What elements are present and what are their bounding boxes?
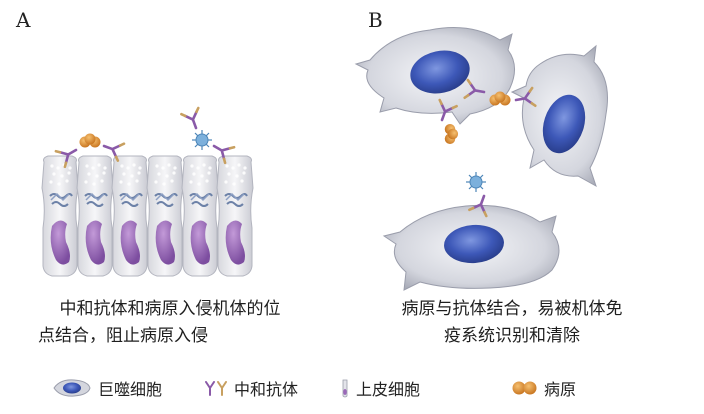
panel-a-caption-line1: 中和抗体和病原入侵机体的位 xyxy=(59,299,281,319)
epithelial-cell xyxy=(111,155,149,277)
macrophage-right xyxy=(510,44,608,188)
pathogen-icon xyxy=(512,381,537,395)
macrophage-bottom xyxy=(382,204,560,291)
antibody-icon xyxy=(205,381,227,396)
panel-b-caption-line2: 疫系统识别和清除 xyxy=(444,326,580,346)
antibody-virus-complex-a xyxy=(180,106,236,165)
legend-epithelial-cell: 上皮细胞 xyxy=(338,376,420,400)
legend-pathogen: 病原 xyxy=(510,376,576,400)
panel-a-caption: 中和抗体和病原入侵机体的位 点结合，阻止病原入侵 xyxy=(10,296,330,350)
panel-b-caption-line1: 病原与抗体结合，易被机体免 xyxy=(401,299,623,319)
legend-macrophage-label: 巨噬细胞 xyxy=(98,380,163,399)
epithelial-cell-layer xyxy=(41,155,254,277)
panel-a-label: A xyxy=(16,8,31,32)
panel-a-caption-line2: 点结合，阻止病原入侵 xyxy=(38,326,208,346)
legend-antibody: 中和抗体 xyxy=(204,376,298,400)
epithelial-cell-icon xyxy=(342,379,348,398)
panel-b-caption: 病原与抗体结合，易被机体免 疫系统识别和清除 xyxy=(352,296,672,350)
legend-epithelial-cell-label: 上皮细胞 xyxy=(356,380,421,399)
epithelial-cell xyxy=(181,155,219,277)
macrophage-top-left xyxy=(354,27,515,125)
macrophage-icon xyxy=(53,379,91,397)
epithelial-cell xyxy=(41,155,79,277)
legend-pathogen-label: 病原 xyxy=(544,380,577,399)
epithelial-cell xyxy=(76,155,114,277)
epithelial-cell xyxy=(216,155,254,277)
epithelial-cell xyxy=(146,155,184,277)
legend-macrophage: 巨噬细胞 xyxy=(50,376,162,400)
legend-antibody-label: 中和抗体 xyxy=(234,380,299,399)
panel-b-label: B xyxy=(368,8,383,32)
